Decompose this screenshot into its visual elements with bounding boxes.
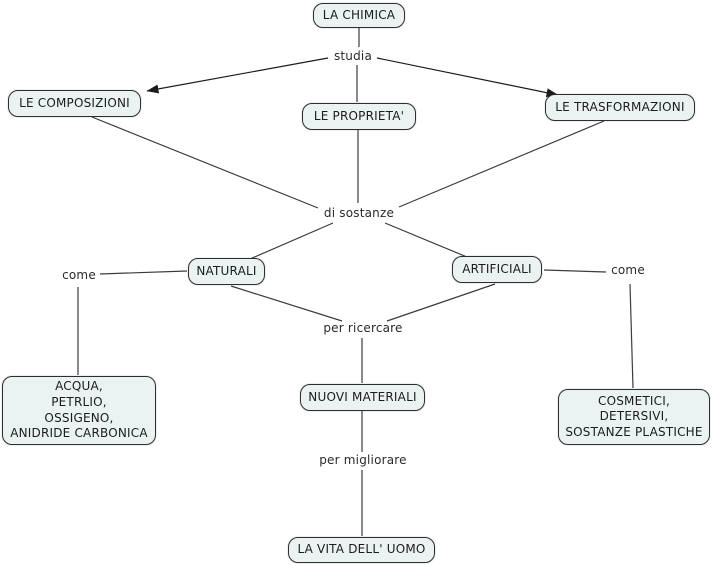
link-label-per-ricercare[interactable]: per ricercare xyxy=(323,321,403,335)
link-label-studia[interactable]: studia xyxy=(333,49,373,63)
link-label-come-right[interactable]: come xyxy=(611,263,645,277)
link-label-come-left[interactable]: come xyxy=(62,268,96,282)
node-nuovi-materiali[interactable]: NUOVI MATERIALI xyxy=(300,384,425,411)
node-la-chimica[interactable]: LA CHIMICA xyxy=(313,3,405,28)
node-le-composizioni[interactable]: LE COMPOSIZIONI xyxy=(8,90,141,117)
node-naturali-examples[interactable]: ACQUA, PETRLIO, OSSIGENO, ANIDRIDE CARBO… xyxy=(2,376,156,445)
link-label-di-sostanze[interactable]: di sostanze xyxy=(323,206,395,220)
node-artificiali-examples[interactable]: COSMETICI, DETERSIVI, SOSTANZE PLASTICHE xyxy=(558,389,710,445)
link-label-per-migliorare[interactable]: per migliorare xyxy=(319,453,407,467)
node-la-vita-dell-uomo[interactable]: LA VITA DELL' UOMO xyxy=(288,537,435,563)
node-le-proprieta[interactable]: LE PROPRIETA' xyxy=(302,103,416,130)
node-artificiali[interactable]: ARTIFICIALI xyxy=(452,256,542,283)
node-le-trasformazioni[interactable]: LE TRASFORMAZIONI xyxy=(545,94,695,121)
node-naturali[interactable]: NATURALI xyxy=(188,258,265,285)
